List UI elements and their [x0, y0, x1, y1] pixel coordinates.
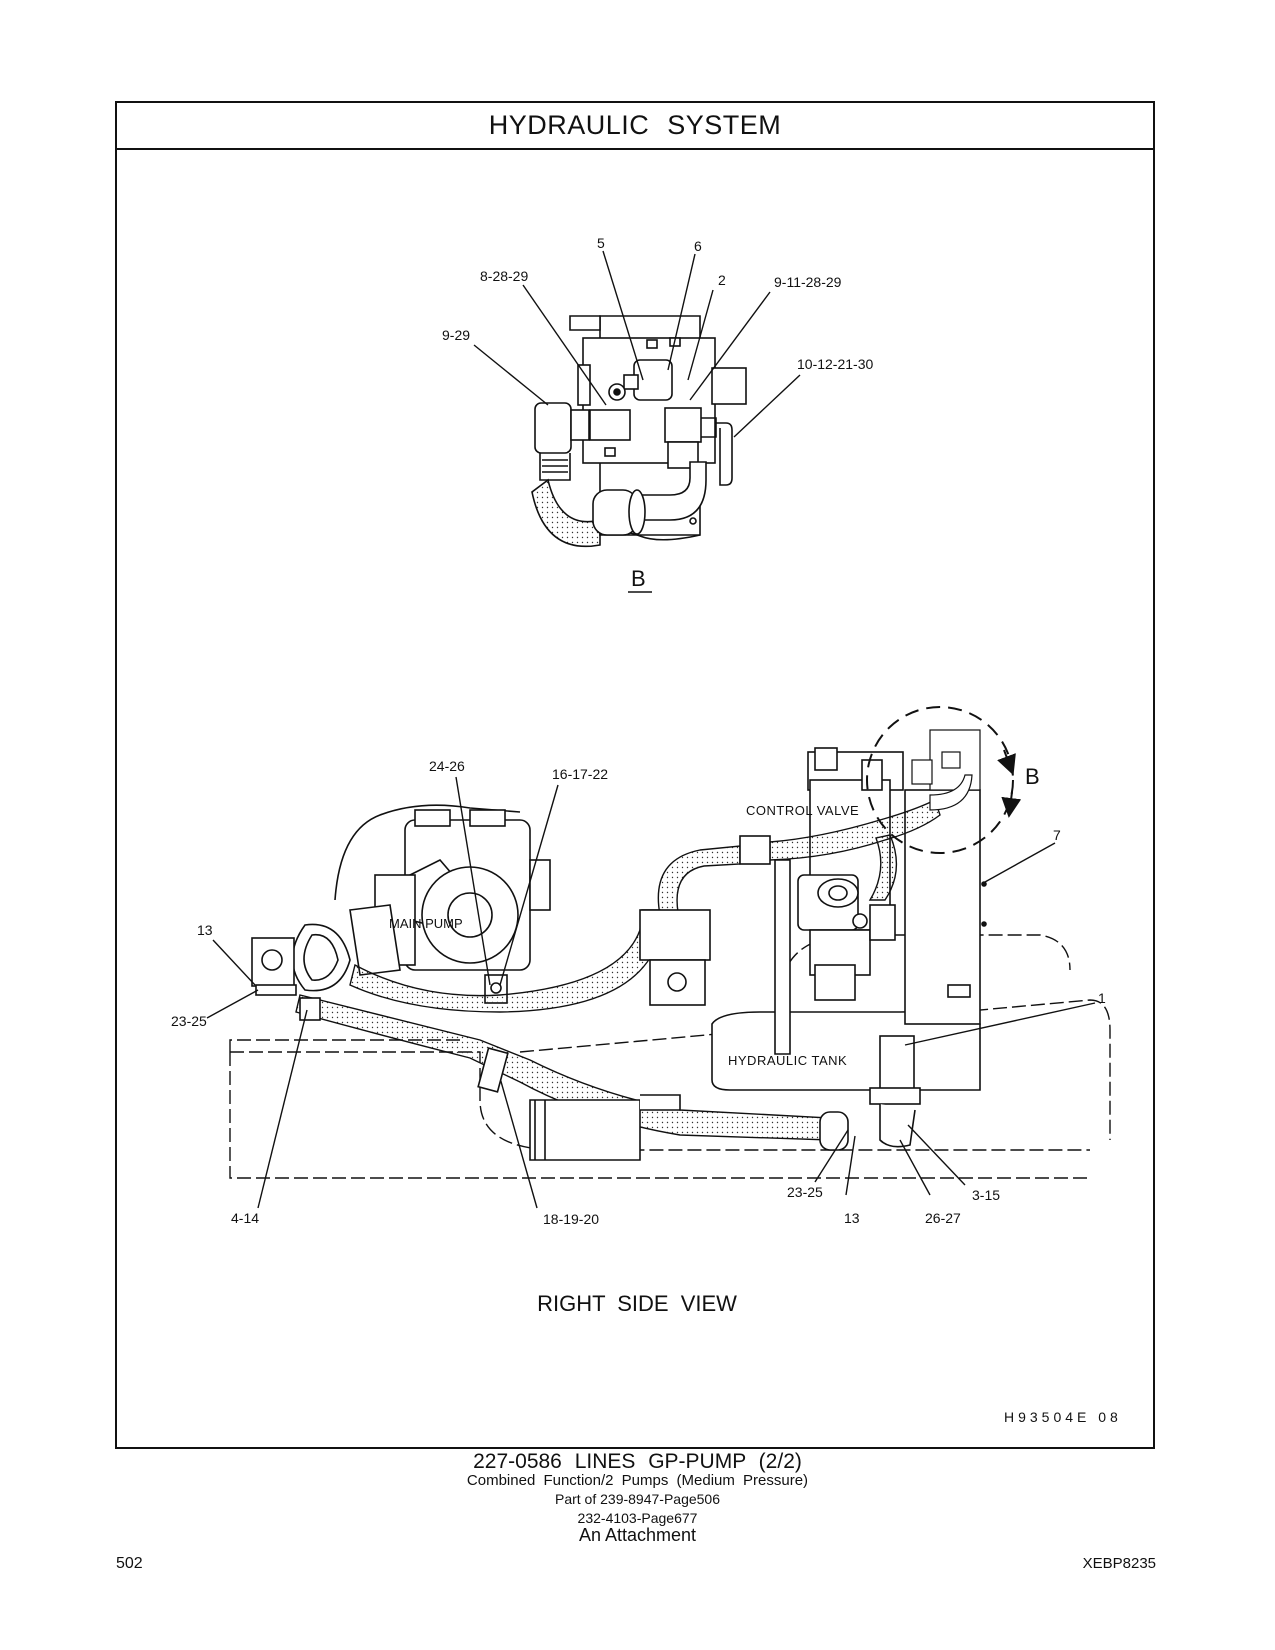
- callout-3-15: 3-15: [972, 1187, 1000, 1203]
- detail-b-marker-label: B: [1025, 764, 1040, 789]
- callout-1: 1: [1098, 990, 1106, 1006]
- caption-note: An Attachment: [578, 1525, 697, 1545]
- caption-ref2: 232-4103-Page677: [577, 1510, 698, 1526]
- hydraulic-tank-label: HYDRAULIC TANK: [728, 1053, 847, 1068]
- hose-clamp: [477, 1047, 509, 1093]
- callout-23-25-left: 23-25: [171, 1013, 207, 1029]
- main-view-leader-lines: [206, 776, 1096, 1209]
- callout-5: 5: [597, 235, 605, 251]
- main-pump-label: MAIN PUMP: [389, 916, 463, 931]
- pipes-and-fittings: [299, 835, 849, 1161]
- main-pump-illustration: [251, 804, 551, 1004]
- document-code: XEBP8235: [1082, 1555, 1156, 1572]
- main-view-title: RIGHT SIDE VIEW: [537, 1291, 737, 1316]
- callout-16-17-22: 16-17-22: [552, 766, 608, 782]
- detail-b-marker: B: [866, 706, 1040, 854]
- callout-4-14: 4-14: [231, 1210, 259, 1226]
- callout-10-12-21-30: 10-12-21-30: [797, 356, 873, 372]
- drawing-frame: HYDRAULIC SYSTEM: [115, 101, 1155, 1449]
- caption-ref1: Part of 239-8947-Page506: [554, 1491, 720, 1507]
- section-title-bar: HYDRAULIC SYSTEM: [117, 103, 1153, 150]
- callout-9-29: 9-29: [442, 327, 470, 343]
- callout-6: 6: [694, 238, 702, 254]
- detail-b-leader-lines: [473, 250, 801, 438]
- callout-9-11-28-29: 9-11-28-29: [774, 274, 842, 290]
- callout-23-25-right: 23-25: [787, 1184, 823, 1200]
- detail-b-illustration: [531, 315, 747, 548]
- control-valve-label: CONTROL VALVE: [746, 803, 859, 818]
- callout-8-28-29: 8-28-29: [480, 268, 528, 284]
- control-valve-illustration: [774, 747, 904, 1055]
- callout-18-19-20: 18-19-20: [543, 1211, 599, 1227]
- detail-b-label: B: [631, 566, 646, 591]
- callout-26-27: 26-27: [925, 1210, 961, 1226]
- page-number: 502: [116, 1555, 143, 1572]
- callout-13-right: 13: [844, 1210, 860, 1226]
- illustration-code: H93504E 08: [1004, 1409, 1122, 1425]
- hoses: [295, 799, 941, 1141]
- callout-2: 2: [718, 272, 726, 288]
- section-title: HYDRAULIC SYSTEM: [488, 110, 782, 140]
- callout-24-26: 24-26: [429, 758, 465, 774]
- callout-7: 7: [1053, 827, 1061, 843]
- caption-part-line: 227-0586 LINES GP-PUMP (2/2): [473, 1450, 802, 1473]
- callout-13-left: 13: [197, 922, 213, 938]
- caption-subtitle: Combined Function/2 Pumps (Medium Pressu…: [466, 1472, 809, 1489]
